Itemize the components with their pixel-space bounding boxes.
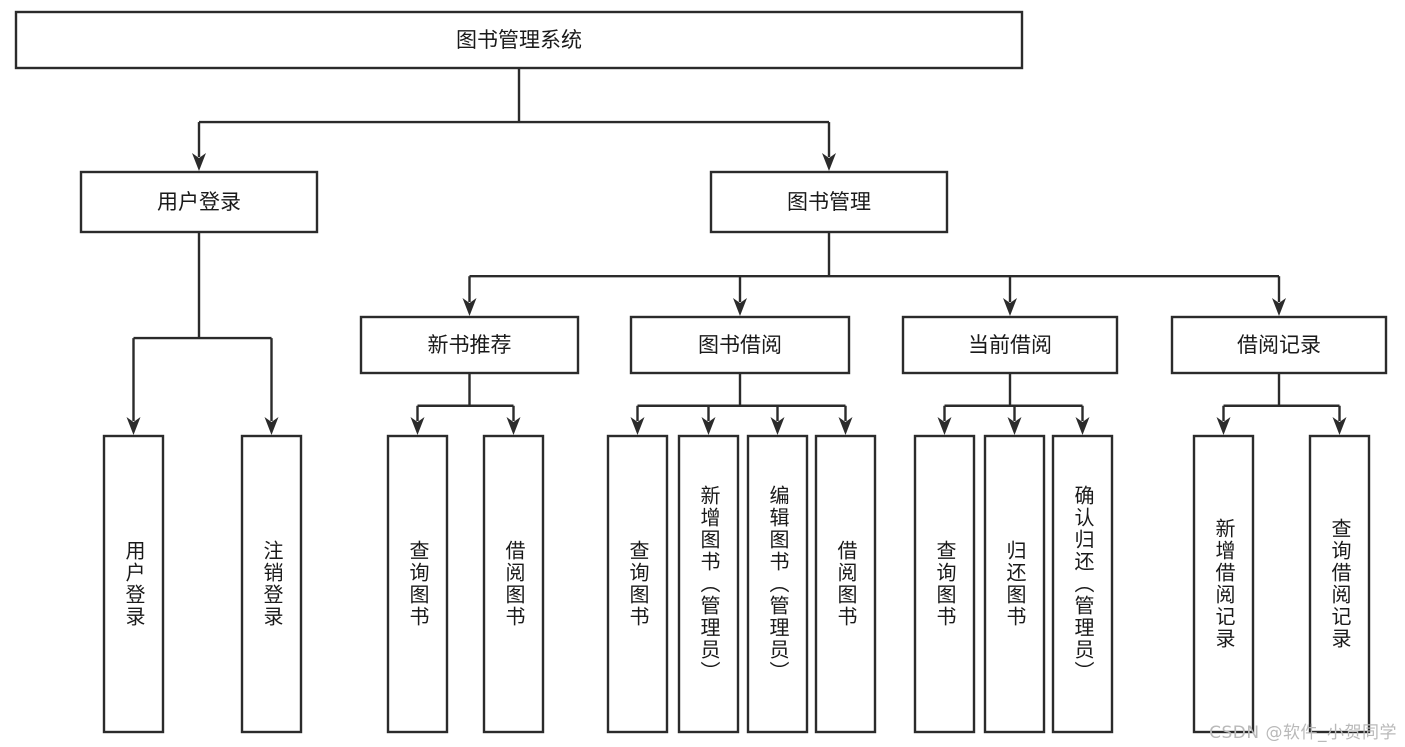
arrow-head-icon: [630, 417, 645, 435]
node-box: [606, 434, 669, 734]
node-leaf-edit-book[interactable]: 编辑图书（管理员）: [746, 434, 809, 734]
node-box: [814, 434, 877, 734]
node-label: 查询借阅记录: [1328, 518, 1352, 650]
arrow-head-icon: [462, 298, 477, 316]
arrow-head-icon: [1332, 417, 1347, 435]
node-leaf-query-book-1[interactable]: 查询图书: [386, 434, 449, 734]
node-label: 当前借阅: [968, 333, 1052, 357]
node-leaf-query-record[interactable]: 查询借阅记录: [1308, 434, 1371, 734]
node-new-book-rec[interactable]: 新书推荐: [359, 315, 580, 375]
node-label-wrap: 借阅图书: [502, 540, 526, 628]
arrow-head-icon: [822, 153, 836, 171]
csdn-watermark: CSDN @软件_小贺同学: [1209, 723, 1397, 743]
arrow-head-icon: [1003, 298, 1017, 316]
node-leaf-logout[interactable]: 注销登录: [240, 434, 303, 734]
node-box: [746, 434, 809, 734]
node-leaf-return-book[interactable]: 归还图书: [983, 434, 1046, 734]
arrow-head-icon: [1216, 417, 1231, 435]
node-borrow-record[interactable]: 借阅记录: [1170, 315, 1388, 375]
node-current-borrow[interactable]: 当前借阅: [901, 315, 1119, 375]
node-label-wrap: 归还图书: [1003, 540, 1027, 628]
node-label: 图书借阅: [698, 333, 782, 357]
arrow-head-icon: [1075, 417, 1090, 435]
node-label: 图书管理: [787, 190, 871, 214]
arrow-head-icon: [838, 417, 853, 435]
node-leaf-query-book-3[interactable]: 查询图书: [913, 434, 976, 734]
arrow-head-icon: [701, 417, 716, 435]
node-box: [102, 434, 165, 734]
node-label-wrap: 注销登录: [260, 540, 284, 628]
arrow-head-icon: [937, 417, 952, 435]
node-box: [983, 434, 1046, 734]
node-box: [386, 434, 449, 734]
node-label: 借阅图书: [834, 540, 858, 628]
node-box: [79, 170, 319, 234]
node-box: [709, 170, 949, 234]
node-leaf-query-book-2[interactable]: 查询图书: [606, 434, 669, 734]
node-label: 注销登录: [260, 540, 284, 628]
node-label-wrap: 新增图书（管理员）: [697, 485, 721, 683]
node-box: [14, 10, 1024, 70]
arrow-head-icon: [1007, 417, 1022, 435]
node-leaf-borrow-book-1[interactable]: 借阅图书: [482, 434, 545, 734]
node-label-wrap: 编辑图书（管理员）: [766, 485, 790, 683]
node-box: [1170, 315, 1388, 375]
node-label: 用户登录: [122, 540, 146, 628]
node-label: 新增图书（管理员）: [697, 485, 721, 683]
node-box: [913, 434, 976, 734]
node-root[interactable]: 图书管理系统: [14, 10, 1024, 70]
node-label-wrap: 查询图书: [626, 540, 650, 628]
node-leaf-confirm-return[interactable]: 确认归还（管理员）: [1051, 434, 1114, 734]
arrow-head-icon: [770, 417, 785, 435]
node-label-wrap: 查询借阅记录: [1328, 518, 1352, 650]
node-label: 确认归还（管理员）: [1071, 485, 1095, 683]
node-layer: 图书管理系统用户登录图书管理新书推荐图书借阅当前借阅借阅记录用户登录注销登录查询…: [14, 10, 1388, 734]
connector-layer: [126, 68, 1347, 435]
node-label: 查询图书: [626, 540, 650, 628]
node-label: 编辑图书（管理员）: [766, 485, 790, 683]
node-label-wrap: 用户登录: [122, 540, 146, 628]
node-label-wrap: 确认归还（管理员）: [1071, 485, 1095, 683]
node-leaf-add-book[interactable]: 新增图书（管理员）: [677, 434, 740, 734]
arrow-head-icon: [506, 417, 521, 435]
node-box: [1051, 434, 1114, 734]
node-label-wrap: 查询图书: [406, 540, 430, 628]
node-box: [629, 315, 851, 375]
node-user-login[interactable]: 用户登录: [79, 170, 319, 234]
arrow-head-icon: [126, 417, 141, 435]
node-book-manage[interactable]: 图书管理: [709, 170, 949, 234]
node-label: 借阅图书: [502, 540, 526, 628]
node-leaf-borrow-book-2[interactable]: 借阅图书: [814, 434, 877, 734]
node-leaf-user-login[interactable]: 用户登录: [102, 434, 165, 734]
arrow-head-icon: [410, 417, 425, 435]
arrow-head-icon: [733, 298, 747, 316]
arrow-head-icon: [192, 153, 206, 171]
arrow-head-icon: [1272, 298, 1286, 316]
node-box: [359, 315, 580, 375]
node-label: 查询图书: [406, 540, 430, 628]
node-box: [482, 434, 545, 734]
node-box: [901, 315, 1119, 375]
node-label: 归还图书: [1003, 540, 1027, 628]
node-label: 图书管理系统: [456, 28, 582, 52]
node-label: 借阅记录: [1237, 333, 1321, 357]
node-label: 新书推荐: [428, 333, 512, 357]
node-leaf-add-record[interactable]: 新增借阅记录: [1192, 434, 1255, 734]
node-box: [677, 434, 740, 734]
node-label-wrap: 借阅图书: [834, 540, 858, 628]
node-label-wrap: 新增借阅记录: [1212, 518, 1236, 650]
node-box: [1308, 434, 1371, 734]
node-label: 新增借阅记录: [1212, 518, 1236, 650]
node-label: 查询图书: [933, 540, 957, 628]
node-box: [240, 434, 303, 734]
node-book-borrow[interactable]: 图书借阅: [629, 315, 851, 375]
arrow-head-icon: [264, 417, 279, 435]
node-label: 用户登录: [157, 190, 241, 214]
node-label-wrap: 查询图书: [933, 540, 957, 628]
node-box: [1192, 434, 1255, 734]
